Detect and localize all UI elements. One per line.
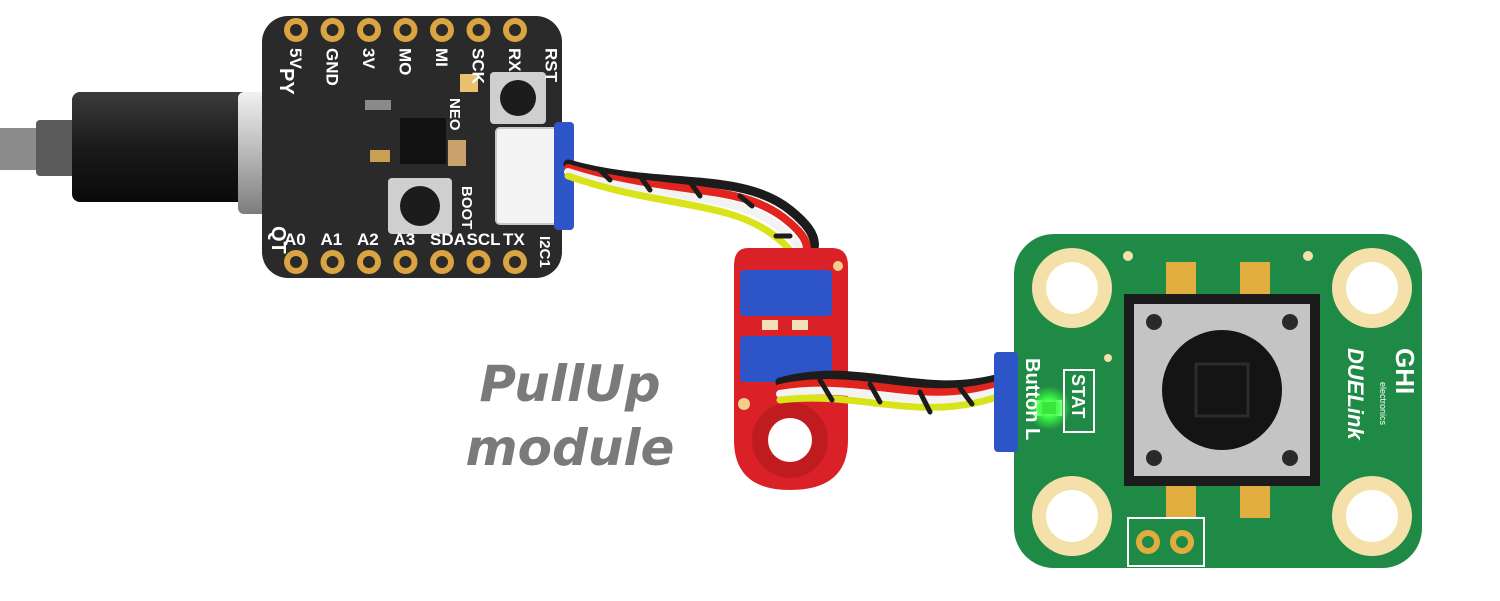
stemma-plug bbox=[554, 122, 574, 230]
caption-line-2: module bbox=[465, 419, 675, 477]
top-pin-labels: 5V GND 3V MO MI SCK RX RST bbox=[286, 48, 561, 86]
bottom-pin-label: A2 bbox=[357, 230, 379, 249]
usb-plug-housing bbox=[72, 92, 252, 202]
top-pad-hole bbox=[472, 24, 485, 36]
push-button-mark bbox=[1194, 362, 1250, 418]
pullup-module bbox=[734, 248, 848, 490]
bottom-pin-label: A1 bbox=[321, 230, 343, 249]
top-pad-hole bbox=[509, 24, 521, 36]
mcu-chip bbox=[400, 118, 446, 164]
top-pin-label: GND bbox=[323, 48, 342, 86]
top-pads bbox=[284, 18, 527, 42]
resistor-2 bbox=[792, 320, 808, 330]
reset-button bbox=[500, 80, 536, 116]
bottom-pin-label: A3 bbox=[394, 230, 416, 249]
top-pad-hole bbox=[326, 24, 339, 36]
caption-line-1: PullUp bbox=[479, 355, 661, 413]
stat-label: STAT bbox=[1068, 374, 1088, 418]
bottom-pad-hole bbox=[326, 256, 339, 268]
bottom-pad-hole bbox=[363, 256, 375, 268]
brand-label: GHI bbox=[1390, 348, 1420, 394]
product-label: DUELink bbox=[1343, 348, 1368, 441]
button-connector bbox=[994, 352, 1018, 452]
top-pad-hole bbox=[290, 24, 302, 36]
boot-button bbox=[400, 186, 440, 226]
stat-led bbox=[1042, 402, 1056, 414]
module-name-label: Button L bbox=[1021, 358, 1043, 440]
bottom-pin-label: A0 bbox=[284, 230, 306, 249]
resistor-1 bbox=[762, 320, 778, 330]
push-button-cap bbox=[1162, 330, 1282, 450]
top-pad-hole bbox=[363, 24, 375, 36]
usb-strain-relief bbox=[36, 120, 76, 176]
bottom-pad-hole bbox=[290, 256, 302, 268]
bottom-pin-label: SDA bbox=[430, 230, 466, 249]
top-pin-label: RST bbox=[542, 48, 561, 83]
side-label-top: PY bbox=[275, 68, 297, 95]
smd-part bbox=[370, 150, 390, 162]
corner-holes bbox=[1032, 248, 1412, 556]
side-label-bottom: QT bbox=[267, 226, 289, 254]
via bbox=[738, 398, 750, 410]
top-pin-label: 3V bbox=[359, 48, 378, 69]
pullup-connector-bottom bbox=[740, 336, 832, 382]
top-pin-label: 5V bbox=[286, 48, 305, 69]
bottom-pad-hole bbox=[436, 256, 448, 268]
boot-label: BOOT bbox=[458, 186, 475, 229]
via bbox=[833, 261, 843, 271]
top-pin-label: RX bbox=[505, 48, 524, 72]
pullup-module-caption: PullUp module bbox=[440, 352, 700, 480]
bottom-pad-hole bbox=[509, 256, 521, 268]
bottom-pad-hole bbox=[472, 256, 485, 268]
neo-label: NEO bbox=[446, 98, 463, 131]
neopixel-led bbox=[460, 74, 478, 92]
top-pad-hole bbox=[436, 24, 448, 36]
mounting-hole bbox=[768, 418, 812, 462]
smd-resistor bbox=[365, 100, 391, 110]
pin-header-outline bbox=[1127, 517, 1205, 567]
smd-cap bbox=[448, 140, 466, 166]
stemma-connector bbox=[495, 127, 559, 225]
brand-sub-label: electronics bbox=[1378, 382, 1388, 426]
bottom-pad-hole bbox=[399, 256, 412, 268]
top-pad-hole bbox=[399, 24, 412, 36]
button-module: STAT Button L GHI electronics DUELink bbox=[994, 234, 1422, 568]
top-pin-label: MI bbox=[432, 48, 451, 67]
i2c-label: I2C1 bbox=[536, 236, 553, 268]
bottom-pin-label: TX bbox=[503, 230, 525, 249]
stat-box bbox=[1063, 369, 1095, 433]
pullup-connector-top bbox=[740, 270, 832, 316]
wire-harness-2 bbox=[775, 370, 1005, 415]
top-pin-label: MO bbox=[396, 48, 415, 75]
bottom-pads bbox=[284, 250, 527, 274]
top-pin-label: SCK bbox=[469, 48, 488, 85]
bottom-pin-label: SCL bbox=[467, 230, 501, 249]
